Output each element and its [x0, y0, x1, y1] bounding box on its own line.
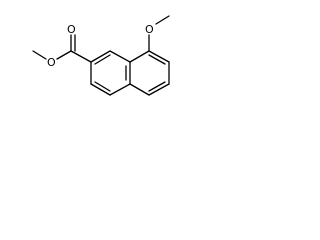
bond-ring-b-c4-c5 — [148, 83, 170, 96]
bond-ring-b-c2-c3 — [148, 50, 170, 63]
structure-diagram: O O O — [0, 0, 204, 125]
bond-carbonyl-to-ester-o — [56, 50, 72, 60]
bond-ring-b-double-2 — [148, 81, 166, 92]
bond-ether-o-to-methyl — [155, 15, 170, 25]
ether-oxygen-label: O — [145, 23, 154, 36]
bond-ring-b-c1-c2 — [129, 50, 150, 63]
bond-ring-a-double-1 — [94, 54, 111, 65]
bond-ring-a-c4-c5 — [90, 83, 111, 96]
bond-ring-b-double-1 — [148, 54, 166, 65]
bond-ring-a-c5-c6 — [109, 83, 131, 96]
carbonyl-oxygen-label: O — [67, 23, 76, 36]
molecule-drawing: O O O — [32, 15, 170, 96]
bond-ring-a-double-2 — [94, 81, 111, 92]
bond-ester-o-to-methyl — [32, 50, 47, 60]
bond-ring-b-c5-c6 — [129, 83, 150, 96]
ester-oxygen-label: O — [47, 56, 56, 69]
bond-ring-a-c1-c2 — [109, 50, 131, 63]
bond-ring-a-c2-c3 — [90, 50, 111, 63]
bond-ring-to-carbonyl — [70, 50, 92, 63]
